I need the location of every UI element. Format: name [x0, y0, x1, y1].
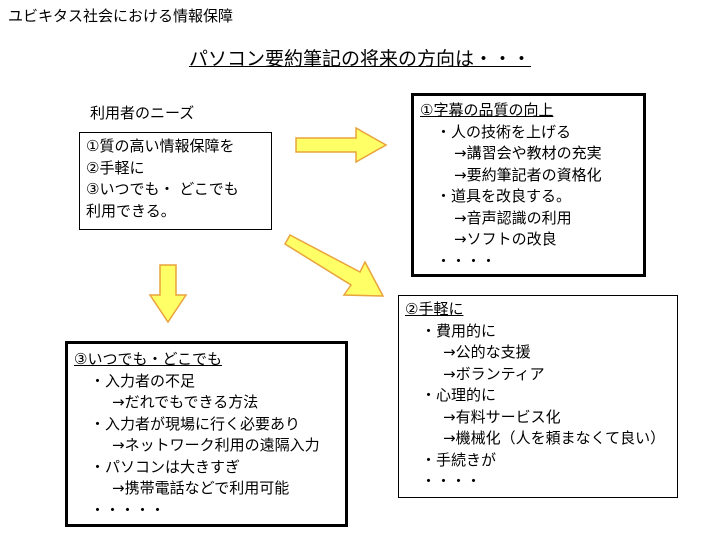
- right-arrow-icon: [295, 126, 388, 164]
- ease-line: ・費用的に: [421, 321, 497, 340]
- slide-title-text: パソコン要約筆記の将来の方向は・・・: [188, 48, 531, 70]
- quality-heading: ①字幕の品質の向上: [420, 101, 554, 119]
- diagonal-arrow-icon: [283, 233, 385, 297]
- ease-line: →公的な支援: [443, 343, 531, 361]
- needs-label: 利用者のニーズ: [90, 104, 195, 122]
- quality-line: ・道具を改良する。: [436, 187, 572, 205]
- anywhere-line: ・入力者が現場に行く必要あり: [90, 414, 301, 433]
- anywhere-line: ・入力者の不足: [90, 371, 196, 390]
- quality-line: ・人の技術を上げる: [436, 122, 572, 141]
- ease-line: ・心理的に: [421, 386, 497, 404]
- quality-box: ①字幕の品質の向上 ・人の技術を上げる →講習会や教材の充実 →要約筆記者の資格…: [411, 93, 646, 277]
- ease-box: ②手軽に ・費用的に →公的な支援 →ボランティア ・心理的に →有料サービス化…: [398, 295, 678, 498]
- anywhere-heading: ③いつでも・どこでも: [74, 350, 222, 368]
- quality-line: →要約筆記者の資格化: [454, 165, 602, 184]
- slide-title: パソコン要約筆記の将来の方向は・・・: [0, 44, 720, 71]
- anywhere-box: ③いつでも・どこでも ・入力者の不足 →だれでもできる方法 ・入力者が現場に行く…: [65, 341, 348, 527]
- ease-heading: ②手軽に: [405, 300, 464, 318]
- needs-line: ①質の高い情報保障を: [86, 137, 235, 155]
- quality-line: →ソフトの改良: [454, 230, 557, 248]
- needs-line: ②手軽に: [86, 158, 145, 177]
- slide-header: ユビキタス社会における情報保障: [8, 7, 234, 25]
- ease-line: ・・・・: [421, 472, 482, 490]
- anywhere-line: →ネットワーク利用の遠隔入力: [112, 436, 320, 454]
- anywhere-line: ・・・・・: [90, 500, 166, 519]
- needs-box: ①質の高い情報保障を ②手軽に ③いつでも・ どこでも 利用できる。: [79, 132, 272, 230]
- ease-line: →ボランティア: [443, 364, 545, 383]
- ease-line: →機械化（人を頼まなくて良い）: [443, 429, 666, 447]
- quality-line: →音声認識の利用: [454, 208, 572, 227]
- ease-line: ・手続きが: [421, 450, 497, 469]
- anywhere-line: →携帯電話などで利用可能: [112, 479, 290, 497]
- anywhere-line: →だれでもできる方法: [112, 393, 259, 411]
- needs-line: 利用できる。: [86, 201, 176, 220]
- quality-line: ・・・・: [436, 251, 497, 270]
- anywhere-line: ・パソコンは大きすぎ: [90, 457, 241, 476]
- needs-line: ③いつでも・ どこでも: [86, 180, 239, 198]
- down-arrow-icon: [148, 264, 188, 324]
- ease-line: →有料サービス化: [443, 407, 561, 426]
- quality-line: →講習会や教材の充実: [454, 144, 602, 162]
